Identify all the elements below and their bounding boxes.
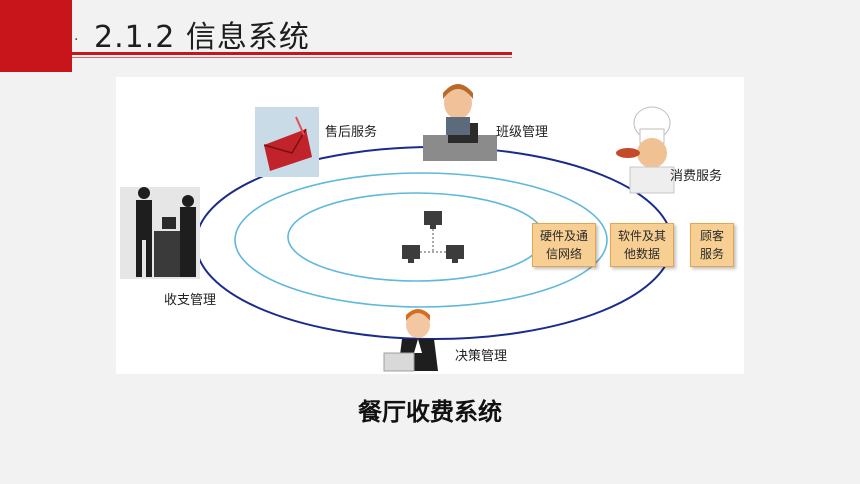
label-class-management: 班级管理 <box>496 125 549 140</box>
label-after-sales: 售后服务 <box>325 125 378 140</box>
cashier-icon <box>120 187 200 279</box>
receptionist-icon <box>423 84 497 161</box>
diagram-caption: 餐厅收费系统 <box>358 398 502 426</box>
box-line: 服务 <box>699 247 724 261</box>
label-decision-management: 决策管理 <box>455 349 508 364</box>
box-line: 顾客 <box>699 229 724 243</box>
box-line: 他数据 <box>623 247 660 261</box>
network-icon <box>402 211 464 263</box>
box-hardware-network: 硬件及通 信网络 <box>532 223 596 267</box>
title-underline-thin <box>72 57 512 58</box>
envelope-icon <box>255 107 319 177</box>
diagram-canvas <box>120 84 675 372</box>
slide-title: 2.1.2 信息系统 <box>94 20 310 55</box>
restaurant-system-diagram: 售后服务 班级管理 消费服务 收支管理 决策管理 硬件及通 信网络 软件及其 他… <box>116 77 744 374</box>
box-software-data: 软件及其 他数据 <box>610 223 674 267</box>
label-consumption-service: 消费服务 <box>670 169 723 184</box>
title-accent-block <box>0 0 72 72</box>
manager-icon <box>383 309 438 372</box>
inner-ring <box>287 192 545 282</box>
box-customer-service: 顾客 服务 <box>690 223 734 267</box>
chef-icon <box>616 106 675 194</box>
box-line: 信网络 <box>545 247 582 261</box>
box-line: 软件及其 <box>617 229 666 243</box>
title-underline <box>72 52 512 55</box>
middle-ring <box>234 172 608 308</box>
label-payment-management: 收支管理 <box>164 293 217 308</box>
box-line: 硬件及通 <box>539 229 588 243</box>
title-bullet: · <box>74 32 79 48</box>
